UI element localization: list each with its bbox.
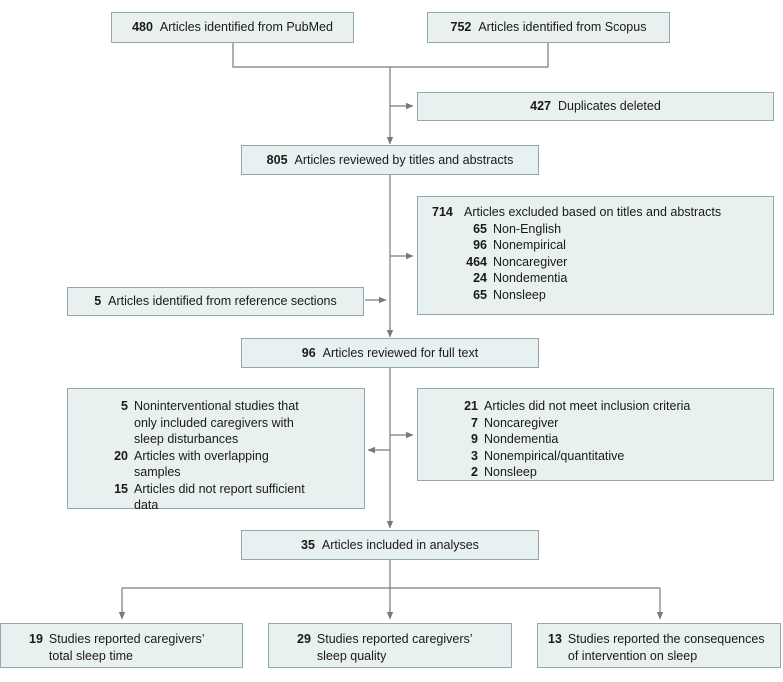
item-label: Nonempirical xyxy=(493,238,566,252)
criteria-count: 21 xyxy=(464,399,478,413)
item-label: Nonempirical/quantitative xyxy=(484,448,625,463)
item-count: 24 xyxy=(473,271,487,285)
list-item: 2 Nonsleep xyxy=(442,464,773,481)
connector-scopus xyxy=(390,42,549,68)
pubmed-count: 480 xyxy=(132,20,153,35)
criteria-header: 21 Articles did not meet inclusion crite… xyxy=(442,398,773,415)
list-item: 9 Nondementia xyxy=(442,431,773,448)
reference-sections-label: Articles identified from reference secti… xyxy=(108,294,337,309)
list-item: 5 Noninterventional studies that only in… xyxy=(92,398,364,448)
item-line: Noninterventional studies that xyxy=(134,399,299,413)
included-count: 35 xyxy=(301,537,315,552)
sleep-quality-line: sleep quality xyxy=(316,648,387,663)
duplicates-count: 427 xyxy=(530,99,552,114)
included-label: Articles included in analyses xyxy=(321,537,479,552)
pubmed-label: Articles identified from PubMed xyxy=(159,20,333,35)
item-label: Non-English xyxy=(493,221,562,236)
connector-split xyxy=(122,560,660,589)
list-item: 3 Nonempirical/quantitative xyxy=(442,448,773,465)
list-item: 65 Non-English xyxy=(432,221,773,238)
left-excluded-box: 5 Noninterventional studies that only in… xyxy=(67,388,365,512)
full-text-label: Articles reviewed for full text xyxy=(322,345,479,360)
criteria-label: Articles did not meet inclusion criteria xyxy=(484,399,691,413)
criteria-box: 21 Articles did not meet inclusion crite… xyxy=(417,388,774,481)
item-line: Articles with overlapping xyxy=(134,448,269,463)
list-item: 24 Nondementia xyxy=(432,270,773,287)
list-item: 65 Nonsleep xyxy=(432,287,773,304)
duplicates-label: Duplicates deleted xyxy=(557,99,661,114)
item-line: only included caregivers with xyxy=(134,415,294,430)
full-text-box: 96 Articles reviewed for full text xyxy=(241,338,539,368)
item-label: Nonsleep xyxy=(493,287,546,302)
connector-pubmed xyxy=(232,42,390,68)
scopus-count: 752 xyxy=(450,20,472,35)
item-count: 7 xyxy=(471,415,478,430)
list-item: 96 Nonempirical xyxy=(432,237,773,254)
scopus-box: 752 Articles identified from Scopus xyxy=(427,12,670,43)
item-line: samples xyxy=(134,465,181,479)
consequences-line: of intervention on sleep xyxy=(567,648,698,663)
item-label: Nondementia xyxy=(493,271,568,285)
item-label: Noncaregiver xyxy=(484,415,559,430)
list-item: 464 Noncaregiver xyxy=(432,254,773,271)
sleep-quality-line: Studies reported caregivers’ xyxy=(316,632,473,646)
excluded-titles-label: Articles excluded based on titles and ab… xyxy=(464,205,722,219)
duplicates-box: 427 Duplicates deleted xyxy=(417,92,774,121)
item-label: Nondementia xyxy=(484,432,559,446)
included-box: 35 Articles included in analyses xyxy=(241,530,539,560)
item-count: 96 xyxy=(473,238,487,252)
reference-sections-count: 5 xyxy=(94,294,102,309)
item-count: 464 xyxy=(466,254,487,269)
item-label: Noncaregiver xyxy=(493,254,568,269)
item-line: sleep disturbances xyxy=(134,432,239,446)
reviewed-titles-count: 805 xyxy=(266,152,288,167)
item-label: Nonsleep xyxy=(484,465,537,479)
scopus-label: Articles identified from Scopus xyxy=(478,20,647,35)
excluded-titles-header: 714 Articles excluded based on titles an… xyxy=(432,204,773,221)
item-count: 5 xyxy=(121,399,128,413)
list-item: 20 Articles with overlapping samples xyxy=(92,448,364,481)
sleep-time-count: 19 xyxy=(29,632,43,646)
excluded-titles-box: 714 Articles excluded based on titles an… xyxy=(417,196,774,315)
item-count: 20 xyxy=(114,448,128,463)
item-count: 3 xyxy=(471,448,478,463)
reviewed-titles-box: 805 Articles reviewed by titles and abst… xyxy=(241,145,539,175)
sleep-time-line: Studies reported caregivers’ xyxy=(48,632,205,646)
list-item: 15 Articles did not report sufficient da… xyxy=(92,481,364,514)
reference-sections-box: 5 Articles identified from reference sec… xyxy=(67,287,364,316)
item-line: Articles did not report sufficient xyxy=(134,481,305,496)
consequences-line: Studies reported the consequences xyxy=(567,632,765,646)
item-count: 15 xyxy=(114,481,128,496)
pubmed-box: 480 Articles identified from PubMed xyxy=(111,12,354,43)
consequences-count: 13 xyxy=(548,632,562,646)
item-line: data xyxy=(134,498,159,512)
sleep-quality-box: 29 Studies reported caregivers’ sleep qu… xyxy=(268,623,512,668)
sleep-time-box: 19 Studies reported caregivers’ total sl… xyxy=(0,623,243,668)
full-text-count: 96 xyxy=(301,345,316,360)
list-item: 7 Noncaregiver xyxy=(442,415,773,432)
item-count: 9 xyxy=(471,432,478,446)
item-count: 65 xyxy=(473,287,487,302)
excluded-titles-count: 714 xyxy=(432,205,453,219)
reviewed-titles-label: Articles reviewed by titles and abstract… xyxy=(294,152,514,167)
sleep-quality-count: 29 xyxy=(297,632,311,646)
consequences-box: 13 Studies reported the consequences of … xyxy=(537,623,781,668)
item-count: 65 xyxy=(473,221,487,236)
item-count: 2 xyxy=(471,465,478,479)
sleep-time-line: total sleep time xyxy=(48,648,133,663)
